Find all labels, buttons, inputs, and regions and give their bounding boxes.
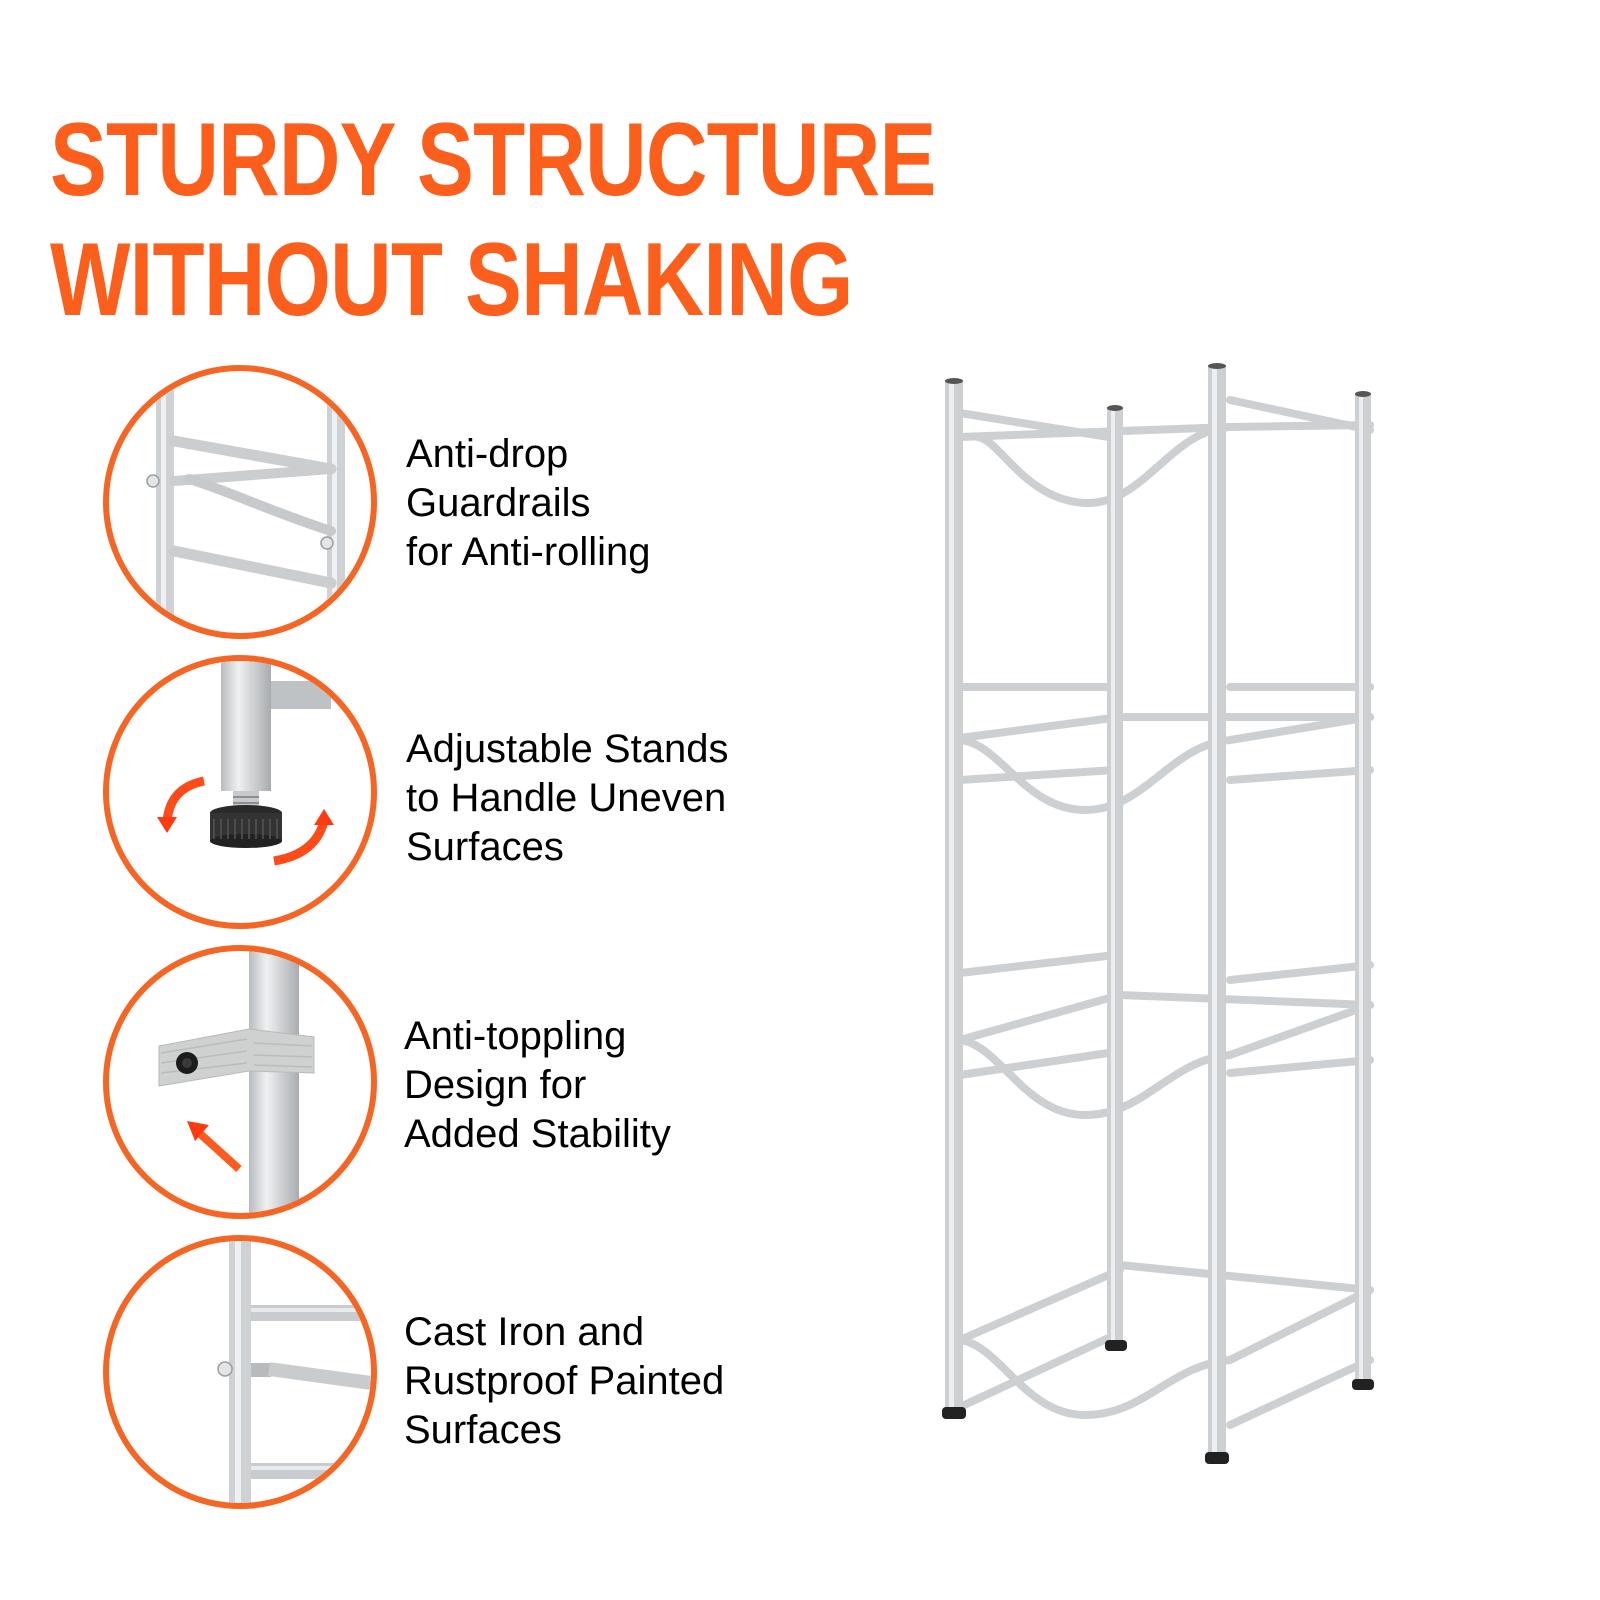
headline-line-2: WITHOUT SHAKING	[50, 222, 853, 338]
feature-line: Rustproof Painted	[404, 1359, 725, 1403]
feature-line: for Anti-rolling	[406, 530, 651, 574]
headline-line-1: STURDY STRUCTURE	[50, 102, 936, 218]
feature-line: Cast Iron and	[404, 1310, 645, 1354]
feature-text-anti-toppling: Anti-toppling Design for Added Stability	[404, 1012, 671, 1159]
feature-text-cast-iron: Cast Iron and Rustproof Painted Surfaces	[404, 1308, 724, 1455]
feature-line: Adjustable Stands	[406, 727, 729, 771]
feature-line: Guardrails	[406, 481, 591, 525]
feature-line: to Handle Uneven	[406, 776, 727, 820]
guardrail-detail-icon	[103, 365, 377, 639]
feature-text-adjustable-stands: Adjustable Stands to Handle Uneven Surfa…	[406, 725, 728, 872]
painted-iron-tube-icon	[103, 1235, 377, 1509]
feature-text-guardrails: Anti-drop Guardrails for Anti-rolling	[406, 430, 651, 577]
feature-line: Surfaces	[404, 1408, 562, 1452]
feature-line: Anti-toppling	[404, 1014, 627, 1058]
feature-line: Surfaces	[406, 825, 564, 869]
adjustable-foot-icon	[103, 655, 377, 929]
anti-tip-strap-icon	[103, 945, 377, 1219]
feature-line: Added Stability	[404, 1112, 671, 1156]
water-bottle-rack-image	[930, 355, 1390, 1485]
feature-line: Design for	[404, 1063, 587, 1107]
feature-line: Anti-drop	[406, 432, 569, 476]
